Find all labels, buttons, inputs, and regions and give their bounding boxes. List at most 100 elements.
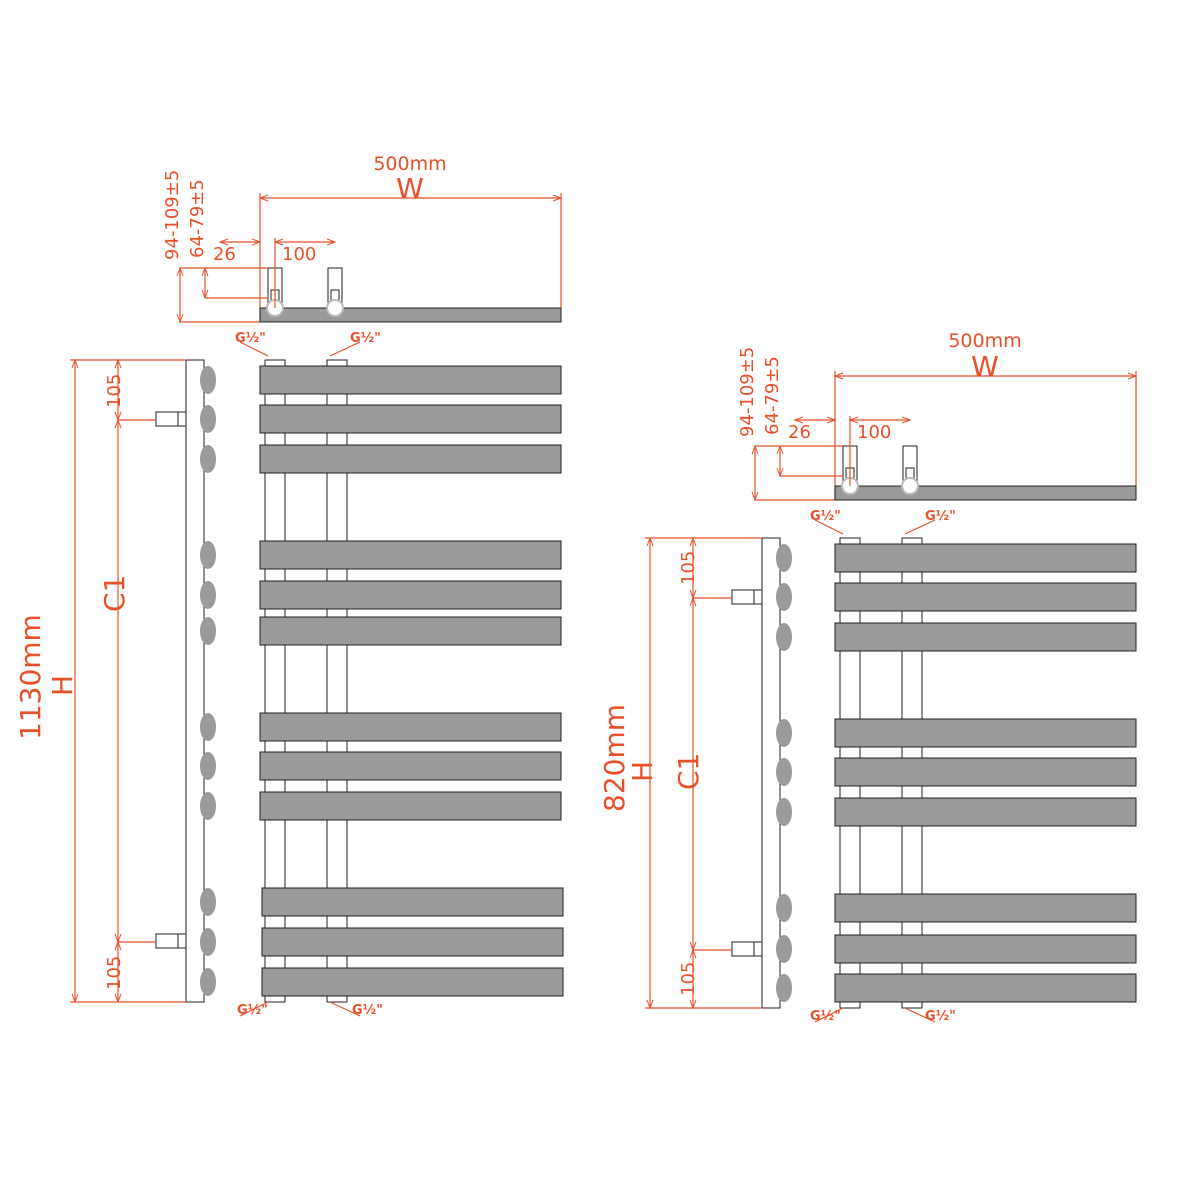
right-towel-bar-1 bbox=[834, 543, 1137, 573]
right-pipe-spacing: 100 bbox=[857, 422, 891, 443]
left-vertical-pipe-2 bbox=[326, 359, 348, 1003]
right-side-bar-profile-1 bbox=[776, 544, 792, 572]
left-pipe-connection-2 bbox=[326, 299, 344, 317]
right-side-bar-profile-6 bbox=[776, 798, 792, 826]
left-top-margin: 105 bbox=[104, 374, 125, 408]
left-towel-bar-4 bbox=[259, 540, 562, 570]
left-side-bar-profile-7 bbox=[200, 713, 216, 741]
left-bottom-margin: 105 bbox=[104, 956, 125, 990]
right-top-margin: 105 bbox=[678, 551, 699, 585]
left-vertical-pipe-1 bbox=[264, 359, 286, 1003]
right-valve-stem-2 bbox=[905, 467, 915, 479]
left-offset-outer: 94-109±5 bbox=[162, 170, 183, 260]
left-side-offset-dim-arrows bbox=[218, 238, 262, 246]
left-width-symbol: W bbox=[396, 172, 424, 205]
left-side-bar-profile-9 bbox=[200, 792, 216, 820]
left-towel-bar-5 bbox=[259, 580, 562, 610]
right-thread-top-2: G½" bbox=[925, 509, 956, 524]
left-wall-bracket-1 bbox=[155, 411, 179, 427]
left-towel-bar-3 bbox=[259, 444, 562, 474]
left-towel-bar-9 bbox=[259, 791, 562, 821]
left-towel-bar-11 bbox=[261, 927, 564, 957]
right-bracket-mount-2 bbox=[753, 941, 763, 957]
left-width-mm: 500mm bbox=[373, 153, 446, 175]
right-drawing-labels: 500mm W 94-109±5 64-79±5 26 100 105 105 … bbox=[598, 330, 1022, 1024]
left-top-view-bar bbox=[259, 307, 562, 323]
left-thread-top-1: G½" bbox=[235, 331, 266, 346]
right-towel-bar-5 bbox=[834, 757, 1137, 787]
right-wall-bracket-2 bbox=[731, 941, 755, 957]
right-bracket-mount-1 bbox=[753, 589, 763, 605]
left-thread-leader-2 bbox=[329, 341, 361, 357]
left-c1-label: C1 bbox=[98, 575, 131, 612]
left-thread-leader-4 bbox=[329, 1001, 361, 1017]
left-drawing-labels: 500mm W 94-109±5 64-79±5 26 100 105 105 … bbox=[14, 153, 447, 1018]
right-side-bar-profile-9 bbox=[776, 974, 792, 1002]
right-side-bar-profile-7 bbox=[776, 894, 792, 922]
left-bracket-mount-2 bbox=[177, 933, 187, 949]
right-towel-bar-4 bbox=[834, 718, 1137, 748]
left-valve-stem-2 bbox=[330, 289, 340, 301]
right-wall-bracket-1 bbox=[731, 589, 755, 605]
left-wall-bracket-2 bbox=[155, 933, 179, 949]
right-thread-bottom-2: G½" bbox=[925, 1009, 956, 1024]
right-towel-bar-3 bbox=[834, 622, 1137, 652]
right-bottom-margin: 105 bbox=[678, 962, 699, 996]
left-towel-bar-12 bbox=[261, 967, 564, 997]
left-bracket-mount-1 bbox=[177, 411, 187, 427]
right-pipe-connection-2 bbox=[901, 477, 919, 495]
right-height-mm: 820mm bbox=[598, 704, 631, 812]
right-height-symbol: H bbox=[626, 761, 659, 782]
right-width-mm: 500mm bbox=[948, 330, 1021, 352]
left-thread-top-2: G½" bbox=[350, 331, 381, 346]
left-side-bar-profile-11 bbox=[200, 928, 216, 956]
left-towel-bar-1 bbox=[259, 365, 562, 395]
left-towel-bar-7 bbox=[259, 712, 562, 742]
left-side-bar-profile-4 bbox=[200, 541, 216, 569]
right-towel-bar-2 bbox=[834, 582, 1137, 612]
left-towel-bar-8 bbox=[259, 751, 562, 781]
right-side-bar-profile-8 bbox=[776, 935, 792, 963]
right-side-offset: 26 bbox=[788, 422, 811, 443]
left-side-bar-profile-3 bbox=[200, 445, 216, 473]
right-thread-leader-3 bbox=[814, 1007, 844, 1023]
left-inner-offset-dim-arrows bbox=[201, 266, 209, 300]
left-side-bar-profile-8 bbox=[200, 752, 216, 780]
right-thread-bottom-1: G½" bbox=[810, 1009, 841, 1024]
left-towel-bar-2 bbox=[259, 404, 562, 434]
left-thread-leader-3 bbox=[239, 1001, 269, 1017]
left-side-bar-profile-2 bbox=[200, 405, 216, 433]
right-thread-leader-4 bbox=[904, 1007, 936, 1023]
left-thread-bottom-2: G½" bbox=[352, 1003, 383, 1018]
left-side-offset: 26 bbox=[213, 244, 236, 265]
right-thread-top-1: G½" bbox=[810, 509, 841, 524]
left-height-mm: 1130mm bbox=[14, 614, 47, 740]
left-side-view-frame bbox=[185, 359, 205, 1003]
left-side-bar-profile-6 bbox=[200, 617, 216, 645]
right-towel-bar-8 bbox=[834, 934, 1137, 964]
left-thread-bottom-1: G½" bbox=[237, 1003, 268, 1018]
left-side-bar-profile-1 bbox=[200, 366, 216, 394]
right-thread-leader-1 bbox=[814, 519, 844, 535]
left-side-bar-profile-10 bbox=[200, 888, 216, 916]
left-pipe-spacing: 100 bbox=[282, 244, 316, 265]
left-outer-offset-dim-arrows bbox=[176, 266, 184, 324]
left-side-bar-profile-12 bbox=[200, 968, 216, 996]
right-towel-bar-9 bbox=[834, 973, 1137, 1003]
right-side-offset-dim-arrows bbox=[793, 416, 837, 424]
right-side-bar-profile-4 bbox=[776, 719, 792, 747]
right-offset-inner: 64-79±5 bbox=[762, 356, 783, 435]
right-side-bar-profile-3 bbox=[776, 623, 792, 651]
right-towel-bar-6 bbox=[834, 797, 1137, 827]
right-outer-offset-dim-arrows bbox=[751, 444, 759, 502]
left-towel-bar-6 bbox=[259, 616, 562, 646]
right-c1-label: C1 bbox=[672, 753, 705, 790]
right-offset-outer: 94-109±5 bbox=[737, 347, 758, 437]
left-towel-bar-10 bbox=[261, 887, 564, 917]
left-offset-inner: 64-79±5 bbox=[187, 179, 208, 258]
right-top-view-bar bbox=[834, 485, 1137, 501]
right-width-symbol: W bbox=[971, 350, 999, 383]
left-side-bar-profile-5 bbox=[200, 581, 216, 609]
right-towel-bar-7 bbox=[834, 893, 1137, 923]
